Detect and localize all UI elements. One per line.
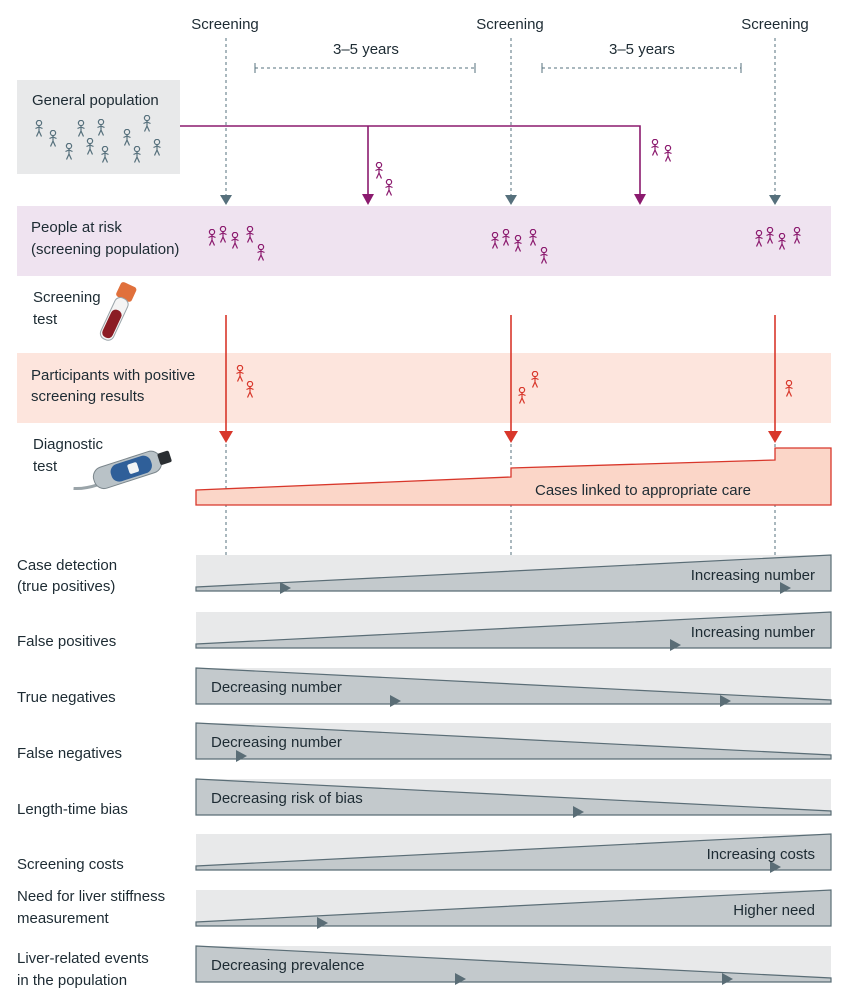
metric-trend-label: Higher need xyxy=(733,902,815,919)
blood-tube-icon xyxy=(99,282,137,341)
metric-trend-label: Increasing costs xyxy=(706,846,815,863)
metric-label: Case detection xyxy=(17,557,118,574)
metric-trend-label: Decreasing risk of bias xyxy=(211,790,363,807)
cases-linked-shape xyxy=(195,447,832,506)
metric-label: Liver-related events xyxy=(17,950,149,967)
interval-bracket-2 xyxy=(541,63,742,73)
positive-icons xyxy=(235,365,794,405)
interval-bracket-1 xyxy=(254,63,476,73)
screening-label-3: Screening xyxy=(741,16,809,33)
diagnostic-test-label-1: Diagnostic xyxy=(33,436,104,453)
metric-trend-label: Decreasing prevalence xyxy=(211,957,365,974)
interval-label-1: 3–5 years xyxy=(333,41,399,58)
risk-flow xyxy=(180,125,641,195)
positive-results-band xyxy=(17,353,831,423)
metric-label: (true positives) xyxy=(17,578,116,595)
new-risk-icons xyxy=(374,139,673,197)
risk-flow-arrowheads xyxy=(362,194,646,205)
metric-label: Need for liver stiffness xyxy=(17,888,166,905)
metric-label: False negatives xyxy=(17,745,123,762)
at-risk-icons xyxy=(207,226,802,265)
metric-label: in the population xyxy=(17,972,128,989)
screening-test-arrows xyxy=(225,315,776,432)
metric-trend-label: Decreasing number xyxy=(211,679,342,696)
screening-label-1: Screening xyxy=(191,16,259,33)
metric-label: Screening costs xyxy=(17,856,124,873)
metric-trend-label: Increasing number xyxy=(690,567,815,584)
interval-label-2: 3–5 years xyxy=(609,41,675,58)
screening-test-label-2: test xyxy=(33,311,58,328)
metric-label: measurement xyxy=(17,910,109,927)
screening-arrowheads xyxy=(220,195,781,205)
positive-results-label-1: Participants with positive xyxy=(31,367,196,384)
diagnostic-test-label-2: test xyxy=(33,458,58,475)
cases-linked-label: Cases linked to appropriate care xyxy=(535,482,751,499)
screening-label-2: Screening xyxy=(476,16,544,33)
metric-label: False positives xyxy=(17,633,117,650)
people-at-risk-band xyxy=(17,206,831,276)
metric-label: Length-time bias xyxy=(17,801,128,818)
general-population-icons xyxy=(34,115,162,164)
general-population-label: General population xyxy=(32,92,159,109)
fibroscan-probe-icon xyxy=(73,450,172,491)
positive-results-label-2: screening results xyxy=(31,388,145,405)
people-at-risk-label-2: (screening population) xyxy=(31,241,180,258)
metric-label: True negatives xyxy=(17,689,116,706)
screening-test-arrowheads xyxy=(219,431,782,443)
screening-test-label-1: Screening xyxy=(33,289,101,306)
metric-trend-label: Decreasing number xyxy=(211,734,342,751)
metric-trend-label: Increasing number xyxy=(690,624,815,641)
people-at-risk-label-1: People at risk xyxy=(31,219,122,236)
